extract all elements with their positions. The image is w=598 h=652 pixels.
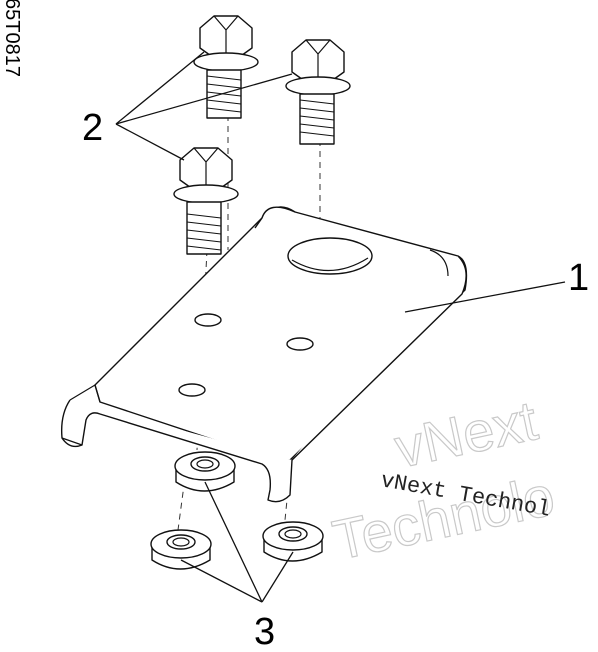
bolt-top-left — [193, 15, 259, 119]
bolt-middle — [173, 147, 239, 255]
nut-top — [174, 451, 236, 492]
callout-nuts: 3 — [254, 611, 275, 652]
nut-bottom-right — [262, 521, 324, 562]
nut-bottom-left — [150, 529, 212, 570]
bolt-top-right — [285, 39, 351, 145]
callout-plate: 1 — [568, 257, 589, 299]
bolt-thread — [206, 75, 242, 113]
callout-bolts: 2 — [82, 107, 103, 149]
leader-lines — [115, 51, 566, 603]
figure-id: 65T0817 — [1, 0, 23, 77]
watermark-outline-line1: vNext — [389, 388, 543, 479]
bracket-plate — [60, 206, 468, 503]
bolt-thread — [299, 99, 335, 137]
bolt-thread — [186, 213, 222, 251]
